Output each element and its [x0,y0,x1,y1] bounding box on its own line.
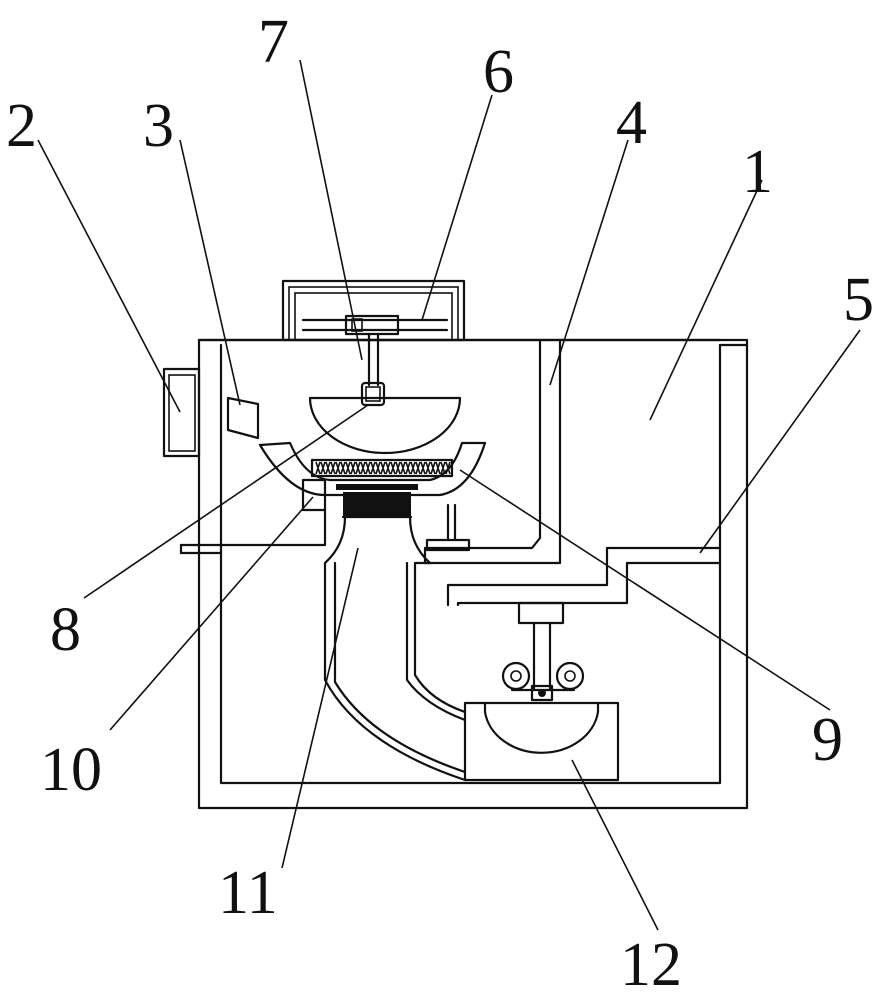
label-1: 1 [742,138,773,206]
partition-wall [423,338,562,565]
label-12: 12 [620,931,682,999]
spring-assembly [336,484,418,519]
label-5: 5 [843,266,874,334]
leader-lines [37,59,861,931]
lower-motor [501,601,585,702]
side-box [162,367,201,458]
label-7: 7 [258,8,289,76]
left-bracket [179,478,327,555]
collection-tank [463,701,620,782]
label-4: 4 [616,89,647,157]
drive-shaft [360,332,386,407]
feed-hopper [226,396,260,440]
outlet-ledge [446,546,722,607]
discharge-pipe [323,515,467,782]
main-housing [197,338,749,810]
label-11: 11 [218,859,278,927]
filter-screen [310,458,454,478]
top-motor-frame [281,279,466,342]
upper-grinding-bowl [308,396,462,455]
label-10: 10 [40,736,102,804]
label-2: 2 [6,92,37,160]
label-8: 8 [50,596,81,664]
label-3: 3 [143,92,174,160]
label-6: 6 [483,38,514,106]
label-9: 9 [812,706,843,774]
part-labels: 1 2 3 4 5 6 7 8 9 10 11 12 [6,8,874,999]
